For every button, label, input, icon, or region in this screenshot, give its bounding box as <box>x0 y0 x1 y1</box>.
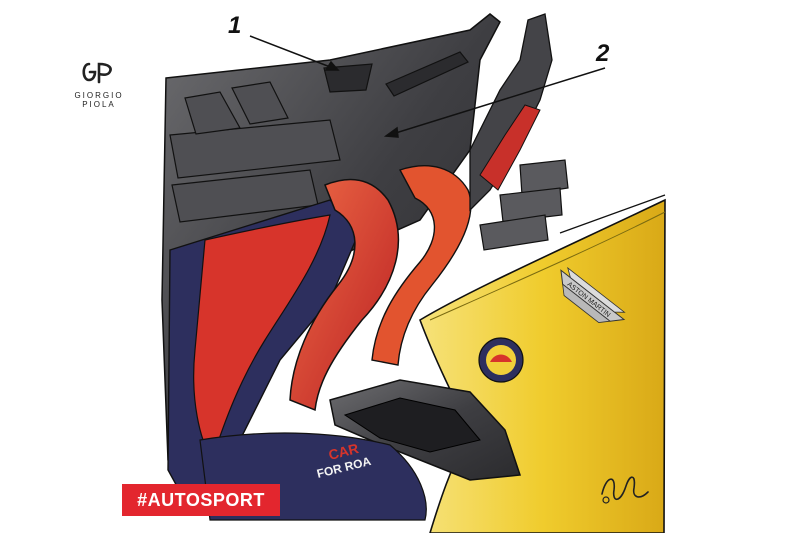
callout-leader-lines <box>249 35 606 138</box>
logo-line-1: GIORGIO <box>74 91 124 100</box>
sidepod-shoulder-line <box>429 211 666 321</box>
logo-line-2: PIOLA <box>82 100 116 109</box>
front-vane-red <box>479 104 541 191</box>
artist-signature-icon <box>601 476 649 504</box>
sponsor-line-1: CAR <box>327 440 360 463</box>
autosport-badge: #AUTOSPORT <box>122 484 280 516</box>
autosport-badge-text: #AUTOSPORT <box>137 489 265 510</box>
red-bull-roundel <box>478 337 524 383</box>
aston-martin-wings-icon: ASTON MARTIN <box>560 266 626 323</box>
callout-number-1: 1 <box>228 12 242 39</box>
floor-edge-plates <box>479 159 569 251</box>
giorgio-piola-logo: GIORGIO PIOLA <box>64 60 134 109</box>
engine-cover-edge <box>559 194 666 234</box>
callout-number-2: 2 <box>596 40 610 67</box>
vertical-vane-main <box>289 178 400 412</box>
sidepod-inlet-opening <box>343 397 481 453</box>
turning-vanes <box>169 81 341 223</box>
livery-red-swoosh <box>193 214 331 462</box>
piola-monogram-icon <box>82 62 112 84</box>
floor-slots <box>323 51 469 97</box>
vertical-vane-inner <box>371 165 472 366</box>
